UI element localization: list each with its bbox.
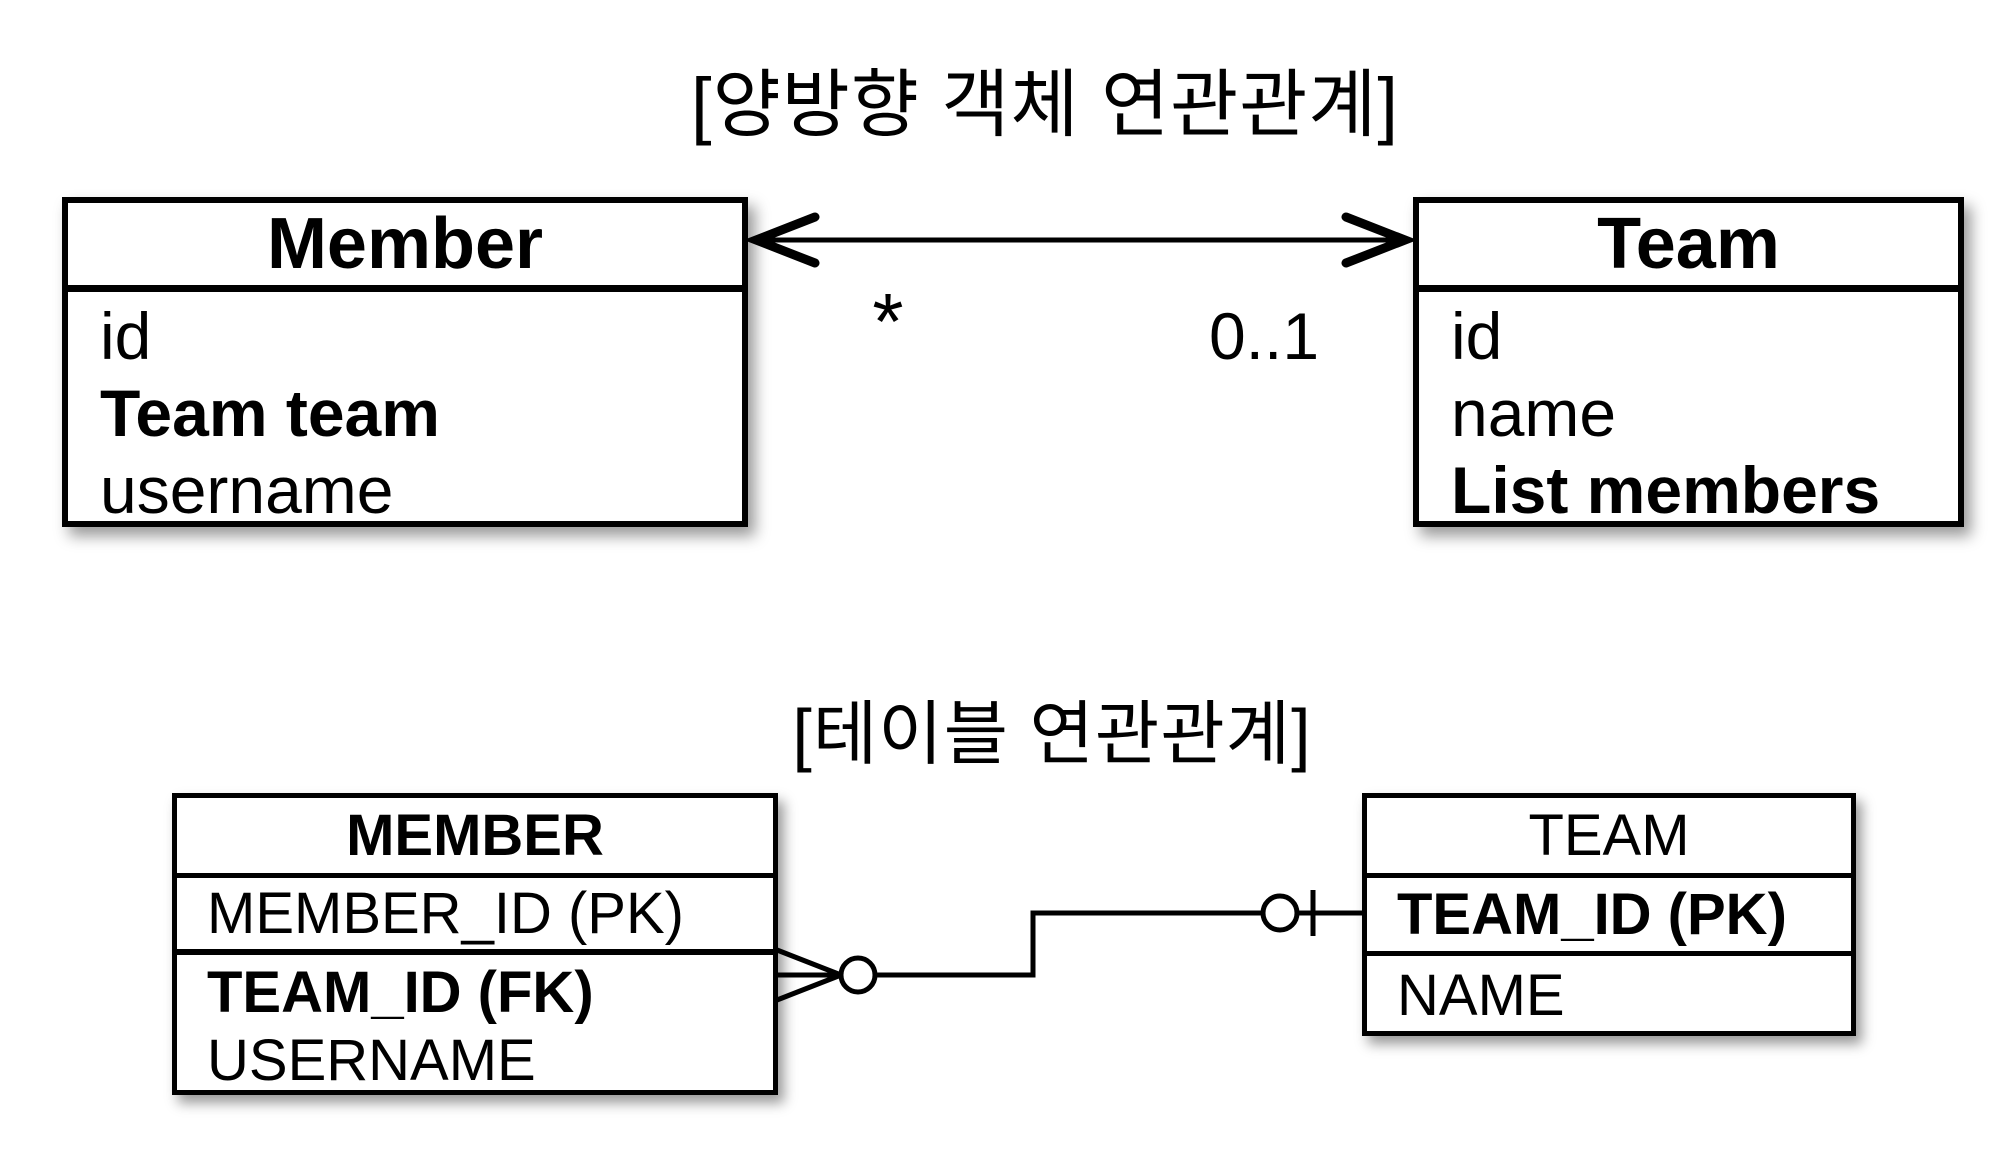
arrowhead-left-icon — [743, 212, 820, 268]
bidirectional-arrow — [743, 212, 1418, 268]
team-class-box: Team id name List members — [1413, 197, 1964, 527]
table-relationship-line — [776, 890, 1362, 1003]
member-class-fields: id Team team username — [68, 292, 742, 529]
member-field-team: Team team — [100, 376, 440, 450]
member-table-title: MEMBER — [177, 798, 773, 878]
team-table-rows: NAME — [1367, 956, 1851, 1032]
member-table-fk-row: TEAM_ID (FK) — [207, 960, 594, 1025]
member-field-username: username — [100, 453, 394, 527]
team-field-members: List members — [1451, 453, 1881, 527]
zero-or-one-icon — [1260, 890, 1316, 936]
team-field-id: id — [1451, 299, 1503, 373]
member-table-rows: TEAM_ID (FK) USERNAME — [177, 955, 773, 1095]
multiplicity-zero-or-one-label: 0..1 — [1208, 299, 1320, 373]
table-diagram-title: [테이블 연관관계] — [792, 695, 1312, 773]
member-table-box: MEMBER MEMBER_ID (PK) TEAM_ID (FK) USERN… — [172, 793, 778, 1095]
team-table-title: TEAM — [1367, 798, 1851, 878]
member-table-pk-row: MEMBER_ID (PK) — [177, 878, 773, 955]
object-diagram-title: [양방향 객체 연관관계] — [691, 63, 1399, 146]
member-class-box: Member id Team team username — [62, 197, 748, 527]
team-class-fields: id name List members — [1419, 292, 1958, 529]
member-field-id: id — [100, 299, 152, 373]
multiplicity-many-label: * — [872, 277, 904, 366]
team-field-name: name — [1451, 376, 1617, 450]
team-table-pk-row: TEAM_ID (PK) — [1367, 878, 1851, 956]
crows-foot-icon — [776, 947, 878, 1003]
member-class-title: Member — [68, 203, 742, 292]
team-class-title: Team — [1419, 203, 1958, 292]
arrowhead-right-icon — [1341, 212, 1418, 268]
team-table-box: TEAM TEAM_ID (PK) NAME — [1362, 793, 1856, 1036]
team-table-name-row: NAME — [1397, 963, 1565, 1028]
member-table-username-row: USERNAME — [207, 1028, 536, 1093]
